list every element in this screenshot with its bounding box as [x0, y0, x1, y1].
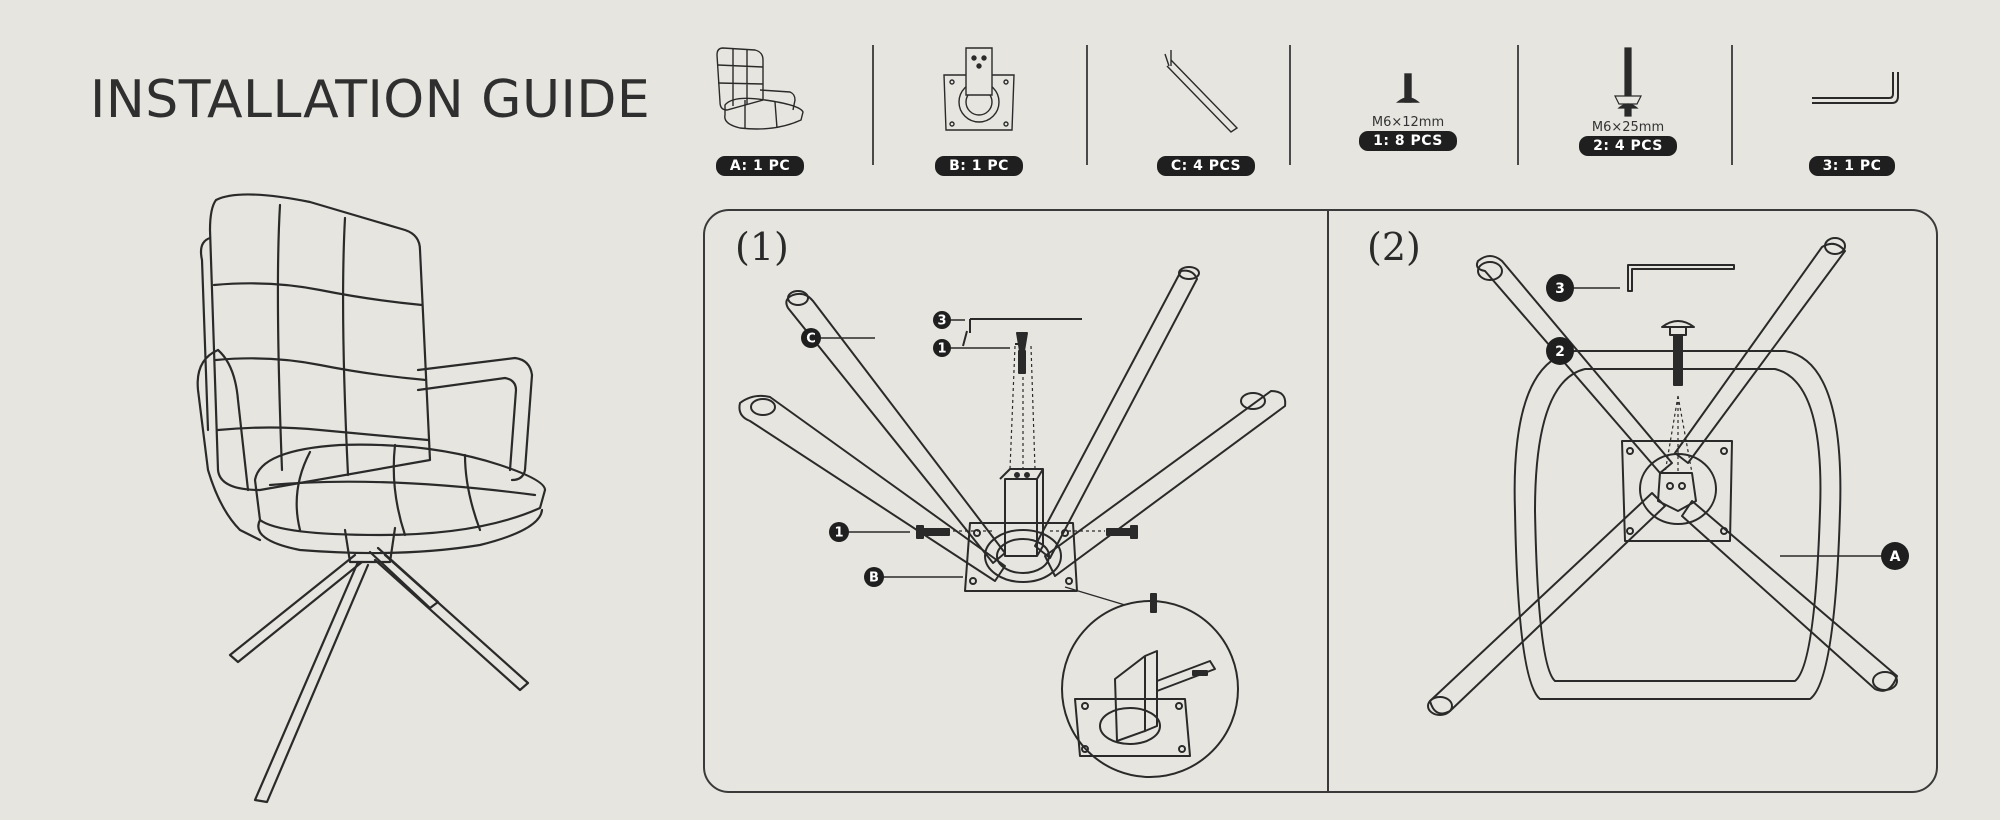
callout-3-text: 3 [937, 314, 946, 329]
callout-a-text: A [1890, 549, 1901, 565]
step-1-label: (1) [735, 225, 789, 269]
leg [1034, 269, 1198, 559]
callout-2-text: 2 [1555, 344, 1565, 360]
leg [785, 292, 1006, 564]
parts-list: A: 1 PC B: 1 PC C: 4 PCS [690, 40, 1940, 180]
callout-3-text: 3 [1555, 281, 1565, 297]
callout-c-badge [801, 328, 821, 348]
leg [1681, 500, 1898, 692]
page-title: INSTALLATION GUIDE [90, 70, 651, 130]
step-2-diagram: 3 2 A [1427, 237, 1909, 716]
callout-3-badge [933, 311, 951, 329]
divider [1731, 45, 1733, 165]
callout-a-badge [1881, 542, 1909, 570]
chair-illustration [196, 193, 547, 804]
leg [738, 394, 1006, 582]
part-3: 3: 1 PC [1752, 40, 1952, 180]
part-a-label: A: 1 PC [715, 156, 805, 176]
chair-seat-icon [716, 47, 804, 130]
steps-panel [703, 209, 1938, 793]
leg [1674, 242, 1846, 464]
callout-1-badge [933, 339, 951, 357]
part-c-label: C: 4 PCS [1156, 156, 1256, 176]
part-a: A: 1 PC [660, 40, 860, 180]
callout-1-badge [829, 522, 849, 542]
part-1-spec: M6×12mm [1371, 115, 1445, 130]
divider [872, 45, 874, 165]
divider [1289, 45, 1291, 165]
leg-icon [1164, 50, 1239, 133]
callout-1-text: 1 [834, 526, 843, 541]
divider [1517, 45, 1519, 165]
divider [1086, 45, 1088, 165]
part-b: B: 1 PC [879, 40, 1079, 180]
part-b-label: B: 1 PC [935, 156, 1023, 176]
part-2-label: 2: 4 PCS [1579, 136, 1677, 156]
callout-3-badge [1546, 274, 1574, 302]
part-3-label: 3: 1 PC [1808, 156, 1896, 176]
part-2-spec: M6×25mm [1591, 120, 1665, 135]
part-c: C: 4 PCS [1106, 40, 1306, 180]
long-bolt-icon [1614, 47, 1642, 117]
callout-b-badge [864, 567, 884, 587]
allen-key-icon [1812, 72, 1899, 104]
callout-c-text: C [806, 332, 816, 347]
part-2: M6×25mm 2: 4 PCS [1528, 40, 1728, 180]
leg [1044, 390, 1287, 577]
callout-b-text: B [869, 571, 879, 586]
part-1-label: 1: 8 PCS [1359, 131, 1457, 151]
part-1: M6×12mm 1: 8 PCS [1308, 40, 1508, 180]
callout-2-badge [1546, 337, 1574, 365]
swivel-plate-icon [943, 47, 1015, 131]
short-bolt-icon [1396, 73, 1420, 103]
step-2-label: (2) [1367, 225, 1421, 269]
step-1-diagram: C 3 1 1 B [738, 266, 1287, 778]
callout-1-text: 1 [937, 342, 946, 357]
panel-divider [1327, 210, 1329, 792]
